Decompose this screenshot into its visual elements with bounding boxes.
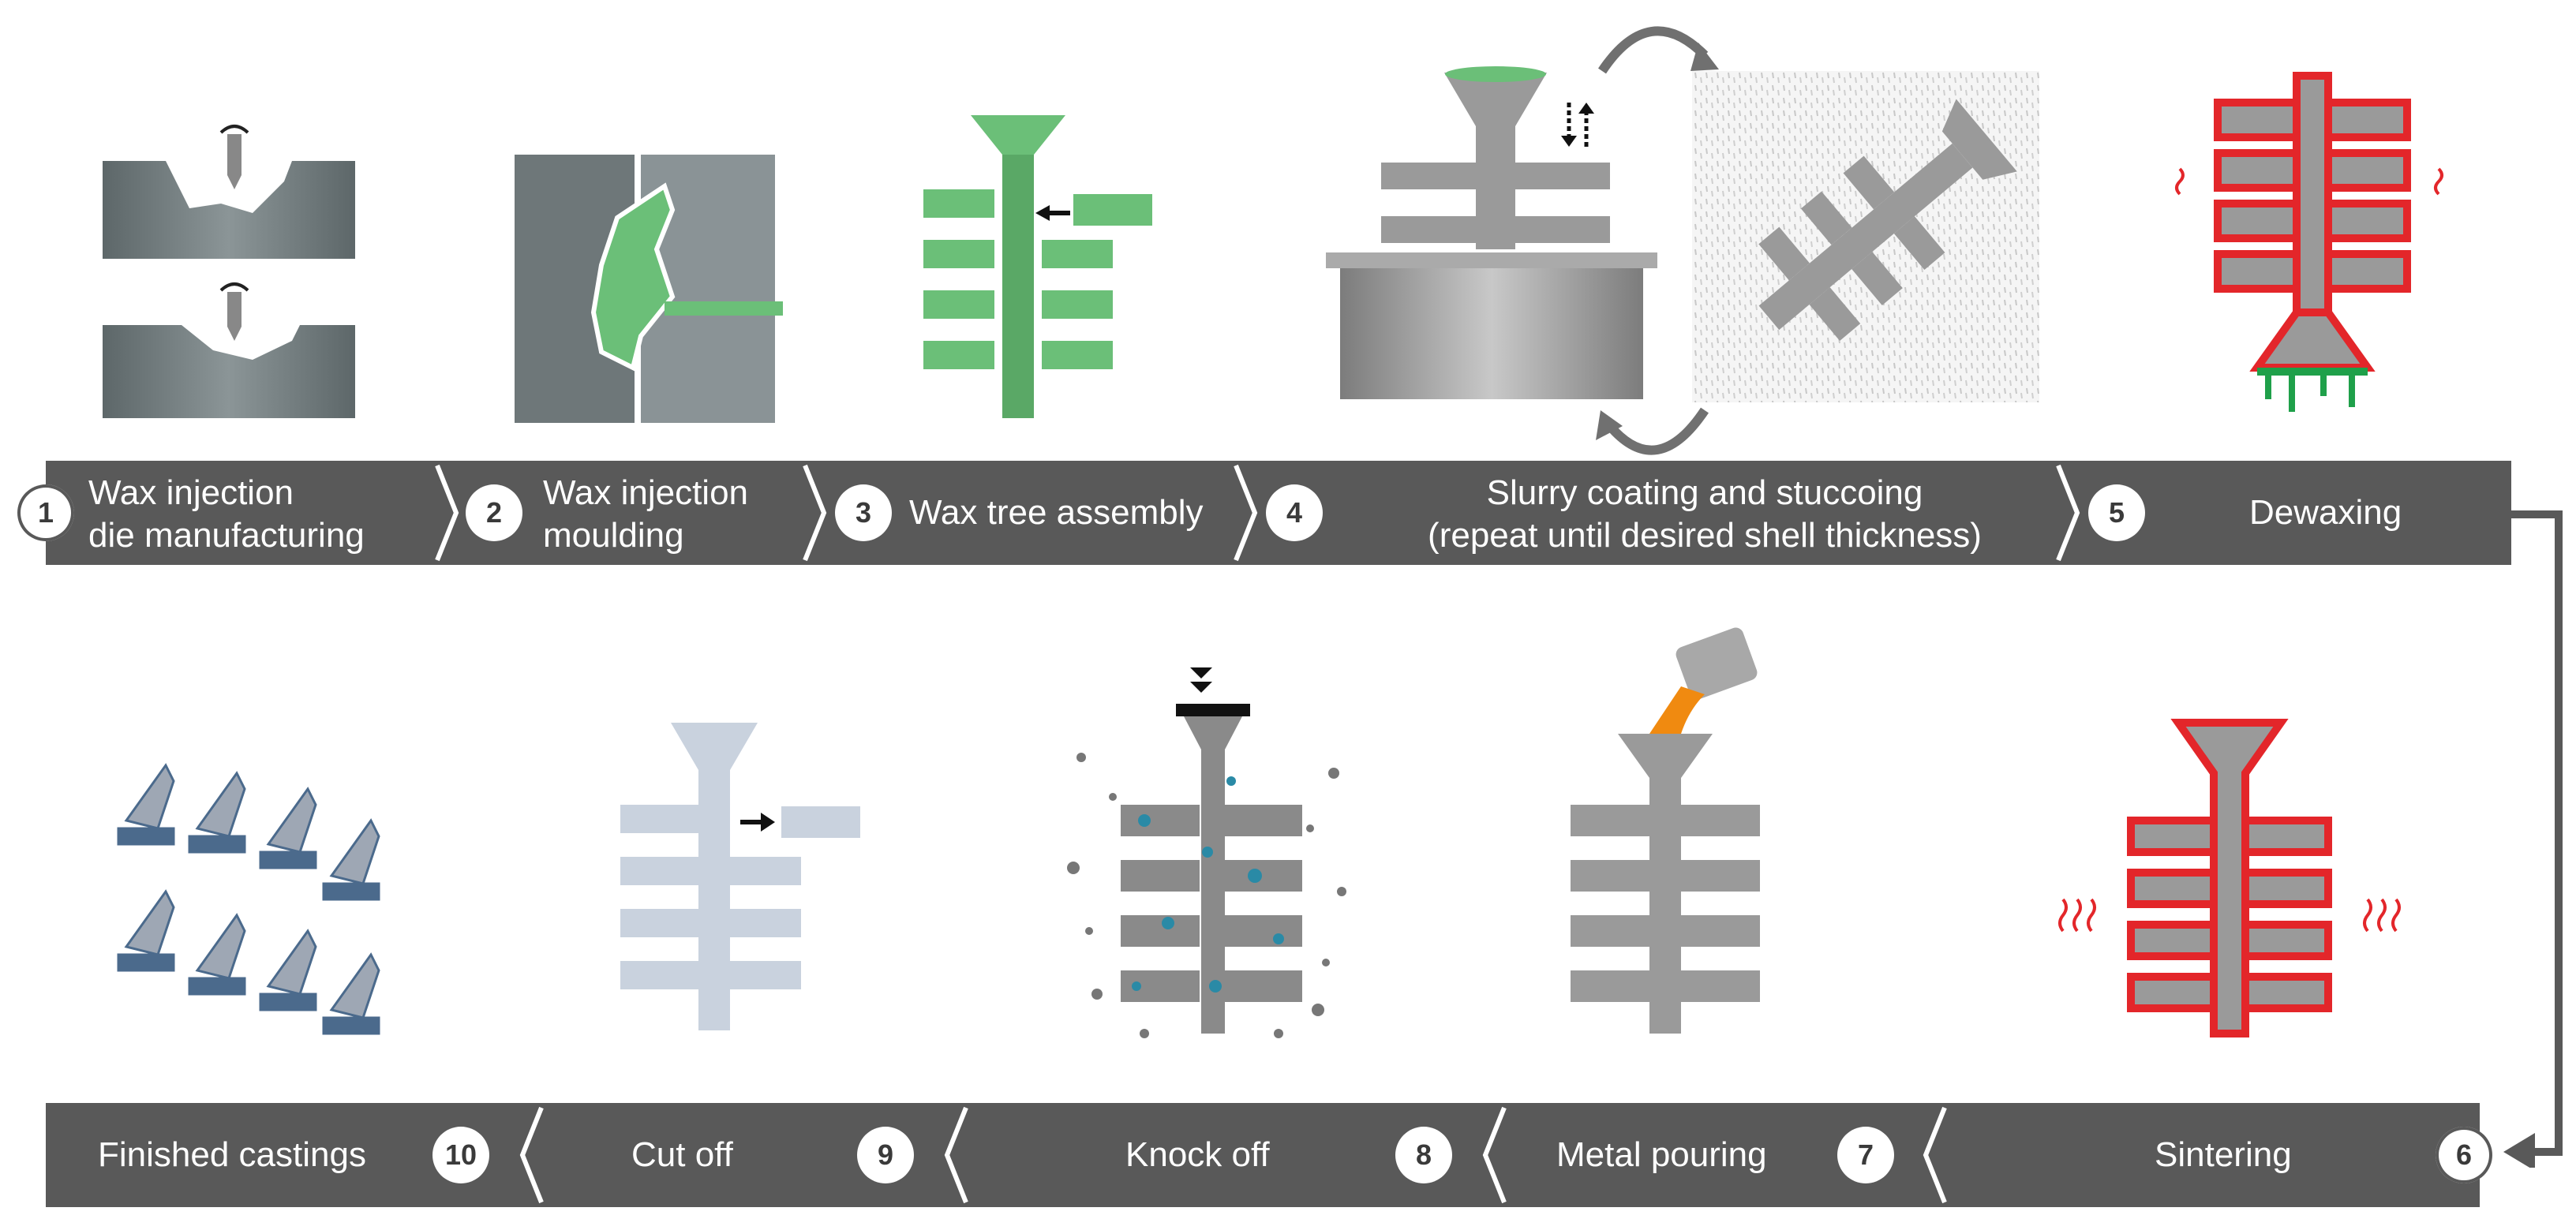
step-label-2: Wax injection moulding <box>543 473 749 555</box>
arrow-left-icon <box>1035 205 1070 221</box>
dip-arrows-icon <box>1561 103 1594 147</box>
step-badge-3: 3 <box>835 484 892 541</box>
step-label-1: Wax injection die manufacturing <box>88 473 365 555</box>
step-label-9: Cut off <box>631 1135 733 1174</box>
step-label-3: Wax tree assembly <box>909 493 1204 532</box>
step-badge-6: 6 <box>2436 1127 2492 1183</box>
chevron-separator-2 <box>803 464 827 562</box>
drill-icon <box>219 125 249 341</box>
stucco-illustration <box>1692 71 2039 402</box>
chevron-separator-3 <box>1234 464 1258 562</box>
ladle-icon <box>1676 627 1758 700</box>
step-badge-7: 7 <box>1837 1127 1894 1183</box>
heat-waves-icon <box>2175 167 2443 196</box>
metal-pouring-illustration <box>1571 627 1760 1034</box>
process-connector-arrow <box>2503 510 2563 1168</box>
step-badge-8: 8 <box>1395 1127 1452 1183</box>
wax-moulding-illustration <box>515 155 783 423</box>
chevron-separator-8 <box>1923 1106 1947 1204</box>
step-label-10: Finished castings <box>98 1135 366 1174</box>
step-badge-10: 10 <box>432 1127 489 1183</box>
step-label-8: Knock off <box>1125 1135 1270 1174</box>
step-badge-5: 5 <box>2088 484 2145 541</box>
knock-off-illustration <box>1067 667 1346 1038</box>
finished-castings-illustration <box>117 763 380 1035</box>
step-label-4: Slurry coating and stuccoing (repeat unt… <box>1428 473 1982 555</box>
step-label-6: Sintering <box>2155 1135 2292 1174</box>
slurry-dip-illustration <box>1326 66 1657 399</box>
heat-waves-icon <box>2058 898 2401 933</box>
step-badge-4: 4 <box>1266 484 1323 541</box>
cut-off-illustration <box>620 723 860 1030</box>
chevron-separator-4 <box>2056 464 2080 562</box>
step-label-7: Metal pouring <box>1556 1135 1767 1174</box>
step-label-5: Dewaxing <box>2249 493 2402 532</box>
press-arrow-icon <box>1176 667 1250 716</box>
wax-tree-illustration <box>923 115 1152 418</box>
chevron-separator-5 <box>519 1106 544 1204</box>
arrow-right-icon <box>740 813 775 832</box>
step-badge-2: 2 <box>466 484 522 541</box>
cycle-arrow-icon <box>1596 407 1709 455</box>
dewaxing-illustration <box>2175 72 2443 412</box>
step-badge-1: 1 <box>17 484 74 541</box>
chevron-separator-7 <box>1482 1106 1507 1204</box>
step-badge-9: 9 <box>857 1127 914 1183</box>
sintering-illustration <box>2058 719 2401 1037</box>
die-manufacturing-illustration <box>103 125 355 418</box>
chevron-separator-1 <box>435 464 459 562</box>
cycle-arrow-icon <box>1598 26 1719 74</box>
chevron-separator-6 <box>944 1106 968 1204</box>
